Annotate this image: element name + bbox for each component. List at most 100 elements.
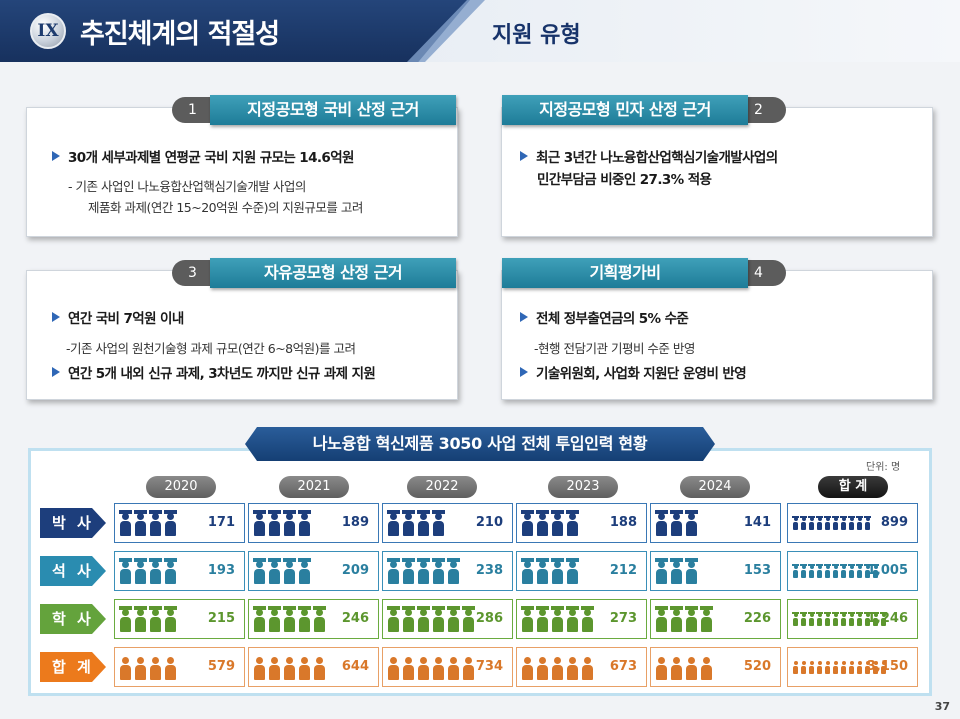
person-icon [164,558,177,584]
criteria-3-sub-1: -기존 사업의 원천기술형 과제 규모(연간 6~8억원)를 고려 [66,341,356,356]
person-icon [536,654,549,680]
person-icon [856,612,863,626]
row-label: 석 사 [40,556,106,586]
table-cell: 188 [516,503,647,543]
people-icon-group [253,510,313,538]
person-icon [387,606,400,632]
people-icon-group [655,606,715,634]
table-cell: 189 [248,503,379,543]
table-cell: 1,246 [787,599,918,639]
criteria-title-2: 지정공모형 민자 산정 근거 [502,95,748,125]
criteria-box-4 [501,270,933,400]
person-icon [253,654,266,680]
person-icon [447,558,460,584]
cell-value: 226 [743,611,771,626]
person-icon [566,654,579,680]
person-icon [808,564,815,578]
cell-value: 238 [475,563,503,578]
person-icon [864,612,871,626]
person-icon [119,558,132,584]
cell-value: 189 [341,515,369,530]
people-icon-group [387,510,447,538]
person-icon [253,558,266,584]
people-icon-group [792,606,888,634]
person-icon [536,606,549,632]
triangle-bullet-icon [520,151,528,161]
person-icon [848,564,855,578]
person-icon [149,510,162,536]
person-icon [848,660,855,674]
person-icon [119,606,132,632]
person-icon [149,558,162,584]
year-header: 2023 [548,476,618,498]
person-icon [685,654,698,680]
criteria-1-sub-2: 제품화 과제(연간 15~20억원 수준)의 지원규모를 고려 [88,200,363,215]
person-icon [872,660,879,674]
person-icon [134,558,147,584]
criteria-1-sub-1: - 기존 사업인 나노융합산업핵심기술개발 사업의 [68,179,306,194]
year-header: 2022 [407,476,477,498]
person-icon [824,660,831,674]
criteria-3-bullet-1: 연간 국비 7억원 이내 [52,309,184,329]
cell-value: 520 [743,659,771,674]
table-cell: 286 [382,599,513,639]
cell-value: 286 [475,611,503,626]
criteria-4-bullet-2: 기술위원회, 사업화 지원단 운영비 반영 [520,364,747,384]
person-icon [536,510,549,536]
cell-value: 209 [341,563,369,578]
person-icon [134,606,147,632]
person-icon [566,606,579,632]
table-cell: 226 [650,599,781,639]
table-cell: 153 [650,551,781,591]
people-icon-group [792,558,880,586]
person-icon [655,558,668,584]
people-icon-group [655,558,700,586]
person-icon [700,606,713,632]
person-icon [119,510,132,536]
person-icon [402,606,415,632]
person-icon [253,510,266,536]
criteria-box-1 [26,107,458,237]
person-icon [551,510,564,536]
person-icon [387,558,400,584]
cell-value: 1,005 [866,563,908,578]
people-icon-group [521,558,581,586]
people-icon-group [792,510,872,538]
row-label: 합 계 [40,652,106,682]
person-icon [856,660,863,674]
table-cell: 3,150 [787,647,918,687]
cell-value: 273 [609,611,637,626]
person-icon [432,606,445,632]
person-icon [283,558,296,584]
person-icon [521,510,534,536]
person-icon [119,654,132,680]
person-icon [551,606,564,632]
table-cell: 734 [382,647,513,687]
person-icon [551,654,564,680]
criteria-3-bullet-2: 연간 5개 내외 신규 과제, 3차년도 까지만 신규 과제 지원 [52,364,376,384]
header-left-band [0,0,470,62]
cell-value: 215 [207,611,235,626]
table-cell: 238 [382,551,513,591]
people-icon-group [792,654,888,682]
table-cell: 212 [516,551,647,591]
person-icon [792,612,799,626]
person-icon [298,606,311,632]
person-icon [298,654,311,680]
person-icon [581,654,594,680]
person-icon [283,510,296,536]
person-icon [824,564,831,578]
cell-value: 141 [743,515,771,530]
person-icon [432,654,445,680]
person-icon [670,558,683,584]
people-icon-group [387,558,462,586]
person-icon [832,516,839,530]
person-icon [685,606,698,632]
table-cell: 171 [114,503,245,543]
person-icon [149,606,162,632]
person-icon [800,564,807,578]
person-icon [387,654,400,680]
manpower-table-title: 나노융합 혁신제품 3050 사업 전체 투입인력 현황 [245,427,715,461]
person-icon [880,660,887,674]
person-icon [670,654,683,680]
